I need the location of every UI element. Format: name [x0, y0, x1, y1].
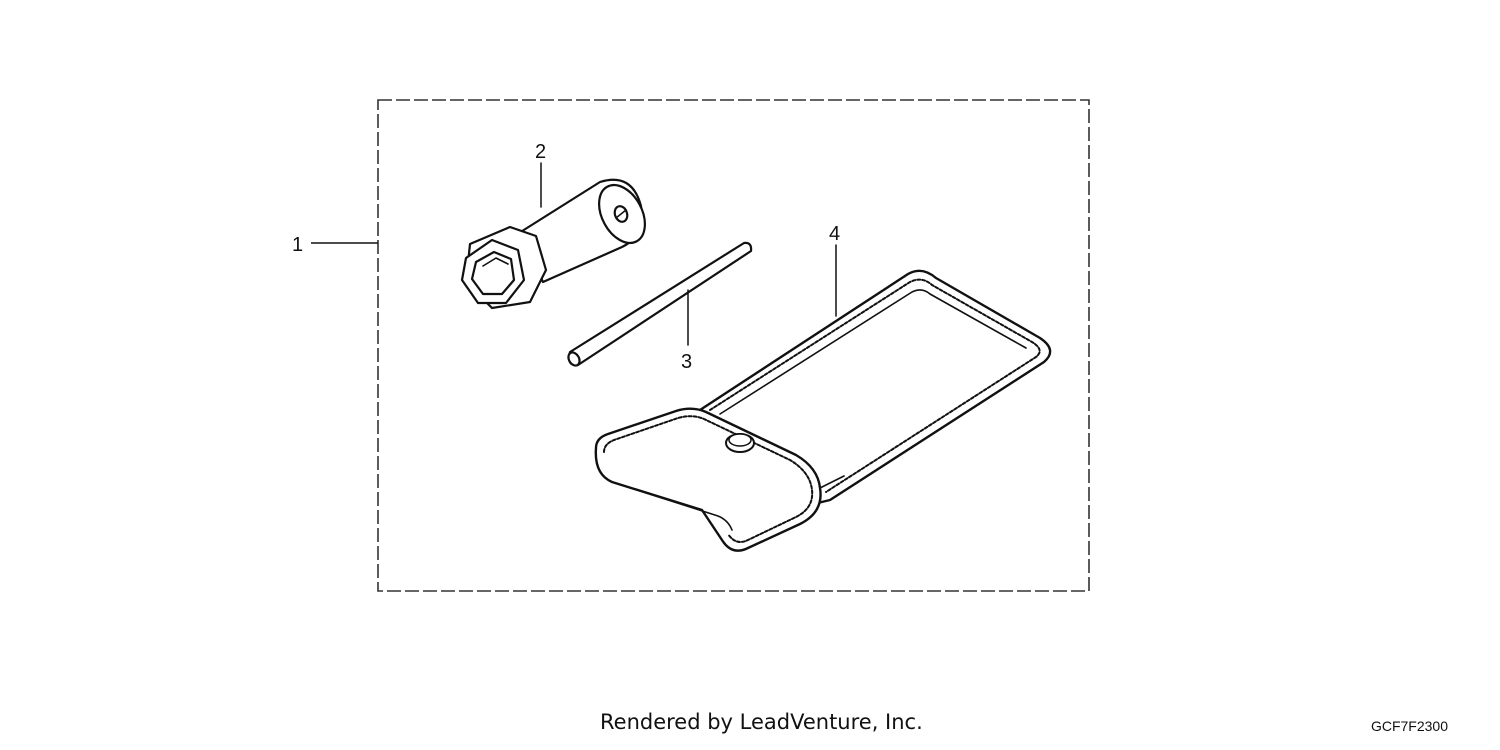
socket-wrench-part[interactable] — [460, 162, 654, 310]
callout-3-label: 3 — [681, 351, 692, 373]
kit-boundary-box — [377, 99, 1090, 592]
diagram-code: GCF7F2300 — [1370, 718, 1448, 734]
callout-2-label: 2 — [535, 141, 546, 163]
handle-bar-part[interactable] — [566, 241, 753, 368]
callout-1[interactable]: 1 — [292, 234, 378, 256]
tool-bag-part[interactable] — [594, 244, 1052, 552]
credit-text: Rendered by LeadVenture, Inc. — [600, 710, 923, 734]
callout-4-label: 4 — [829, 223, 840, 245]
callout-1-label: 1 — [292, 234, 303, 256]
